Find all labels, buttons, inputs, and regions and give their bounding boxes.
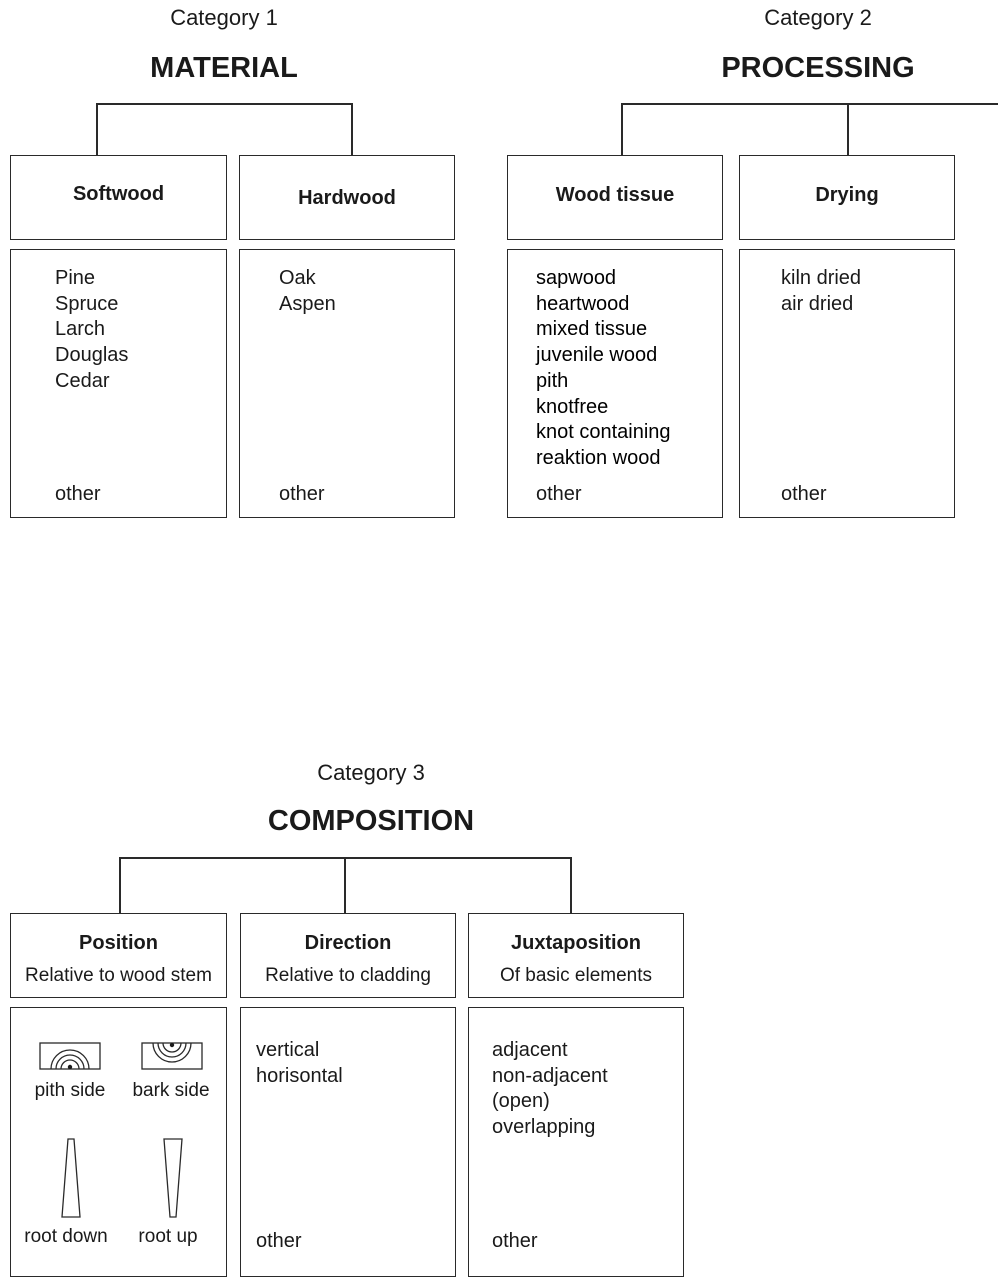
category-2-label: Category 2 xyxy=(764,5,872,30)
group-header-softwood: Softwood xyxy=(10,155,227,240)
list-item: juvenile wood xyxy=(536,344,658,367)
group-list-softwood: Pine Spruce Larch Douglas Cedar other xyxy=(10,249,227,518)
connector-line xyxy=(96,103,353,105)
group-list-juxtaposition: adjacent non-adjacent (open) overlapping… xyxy=(468,1007,684,1277)
connector-line xyxy=(96,103,98,156)
group-header-wood-tissue: Wood tissue xyxy=(507,155,723,240)
list-item: Spruce xyxy=(55,292,119,315)
group-list-wood-tissue: sapwood heartwood mixed tissue juvenile … xyxy=(507,249,723,518)
list-item: adjacent xyxy=(492,1039,568,1061)
other-label: other xyxy=(256,1230,302,1252)
group-icons-position: pith side bark side root down root up xyxy=(10,1007,227,1277)
list-item: vertical xyxy=(256,1039,320,1061)
list-item: overlapping xyxy=(492,1116,596,1139)
item-list: Pine Spruce Larch Douglas Cedar xyxy=(55,266,128,395)
group-title: Juxtaposition xyxy=(510,932,641,954)
list-item: mixed tissue xyxy=(536,318,648,341)
group-title: Drying xyxy=(815,184,879,206)
connector-line xyxy=(621,103,623,156)
category-3-title: COMPOSITION xyxy=(267,805,475,837)
list-item: Cedar xyxy=(55,369,110,392)
pith-side-icon xyxy=(39,1042,101,1070)
root-up-icon xyxy=(163,1138,183,1218)
group-header-hardwood: Hardwood xyxy=(239,155,455,240)
list-item: horisontal xyxy=(256,1064,343,1087)
connector-line xyxy=(847,103,849,156)
connector-line xyxy=(621,103,998,105)
connector-line xyxy=(344,857,346,914)
other-label: other xyxy=(781,483,827,505)
list-item: kiln dried xyxy=(781,267,862,289)
group-title: Hardwood xyxy=(298,187,396,209)
category-3-label: Category 3 xyxy=(317,760,425,785)
pith-side-label: pith side xyxy=(34,1080,106,1101)
group-header-juxtaposition: Juxtaposition Of basic elements xyxy=(468,913,684,998)
item-list: sapwood heartwood mixed tissue juvenile … xyxy=(536,266,671,472)
group-header-position: Position Relative to wood stem xyxy=(10,913,227,998)
list-item: Douglas xyxy=(55,344,129,367)
list-item: Pine xyxy=(55,267,96,289)
other-label: other xyxy=(279,483,325,505)
item-list: vertical horisontal xyxy=(256,1038,343,1089)
bark-side-label: bark side xyxy=(132,1080,210,1101)
category-2-title: PROCESSING xyxy=(721,52,915,84)
group-title: Position xyxy=(79,932,158,954)
list-item: Aspen xyxy=(279,292,336,315)
list-item: knotfree xyxy=(536,395,609,418)
list-item: reaktion wood xyxy=(536,446,661,469)
other-label: other xyxy=(492,1230,538,1252)
group-header-drying: Drying xyxy=(739,155,955,240)
list-item: knot containing xyxy=(536,421,671,444)
list-item: heartwood xyxy=(536,292,630,315)
group-list-hardwood: Oak Aspen other xyxy=(239,249,455,518)
connector-line xyxy=(119,857,121,914)
group-title: Wood tissue xyxy=(555,184,675,206)
list-item: (open) xyxy=(492,1090,550,1113)
connector-line xyxy=(351,103,353,156)
list-item: Larch xyxy=(55,318,106,341)
connector-line xyxy=(570,857,572,914)
list-item: pith xyxy=(536,369,569,392)
group-subtitle: Relative to wood stem xyxy=(25,965,212,986)
list-item: sapwood xyxy=(536,267,617,289)
item-list: kiln dried air dried xyxy=(781,266,861,317)
group-title: Softwood xyxy=(72,183,165,205)
other-label: other xyxy=(55,483,101,505)
group-header-direction: Direction Relative to cladding xyxy=(240,913,456,998)
bark-side-icon xyxy=(141,1042,203,1070)
group-list-direction: vertical horisontal other xyxy=(240,1007,456,1277)
list-item: Oak xyxy=(279,267,316,289)
group-subtitle: Relative to cladding xyxy=(265,965,431,986)
item-list: Oak Aspen xyxy=(279,266,336,317)
root-down-label: root down xyxy=(24,1226,108,1247)
other-label: other xyxy=(536,483,582,505)
category-1-title: MATERIAL xyxy=(150,52,298,84)
root-up-label: root up xyxy=(138,1226,198,1247)
root-down-icon xyxy=(61,1138,81,1218)
group-list-drying: kiln dried air dried other xyxy=(739,249,955,518)
item-list: adjacent non-adjacent (open) overlapping xyxy=(492,1038,608,1141)
list-item: non-adjacent xyxy=(492,1064,608,1087)
group-title: Direction xyxy=(304,932,392,954)
group-subtitle: Of basic elements xyxy=(499,965,653,986)
category-1-label: Category 1 xyxy=(170,5,278,30)
list-item: air dried xyxy=(781,292,854,315)
